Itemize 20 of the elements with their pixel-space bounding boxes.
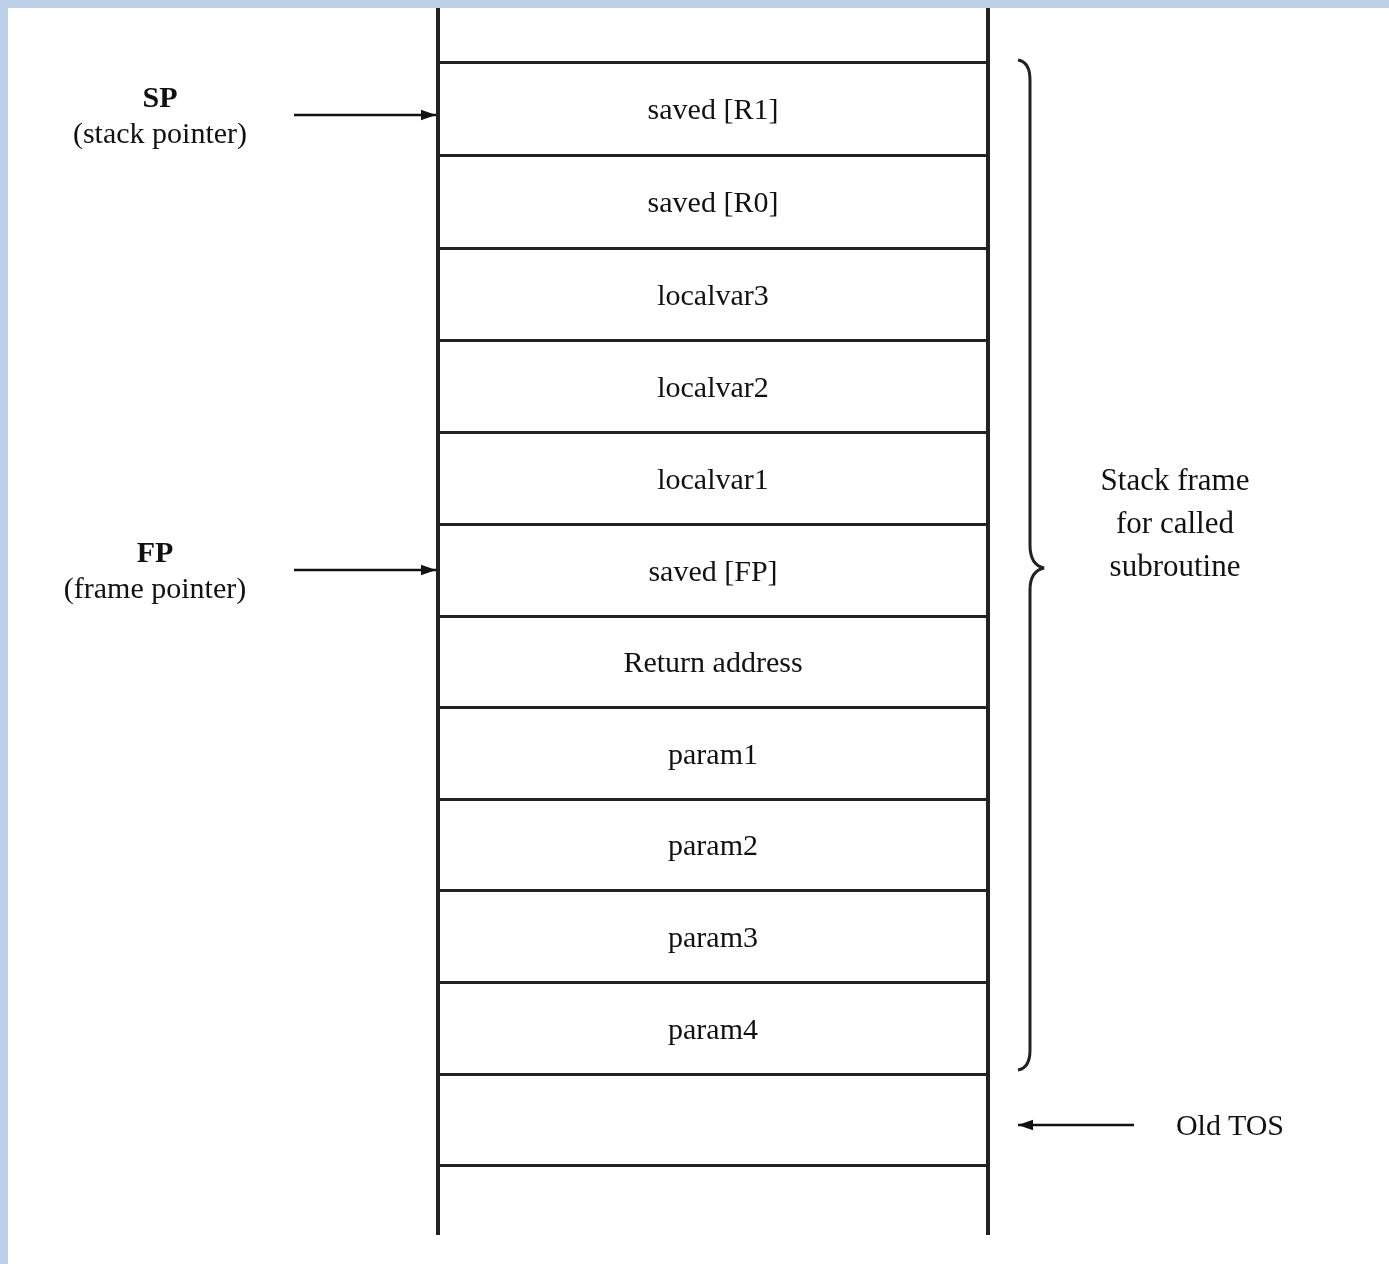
cell-text: param4	[668, 1010, 758, 1047]
arrow	[1018, 1119, 1134, 1131]
brace-label: Stack frame for called subroutine	[1100, 461, 1250, 585]
cell-text: localvar3	[657, 276, 769, 313]
cell-text: saved [FP]	[648, 552, 778, 589]
cell-text: param1	[668, 735, 758, 772]
arrow	[294, 109, 436, 121]
cell-text: localvar2	[657, 368, 769, 405]
pointer-label: (frame pointer)	[63, 570, 247, 606]
cell-text: saved [R1]	[647, 91, 779, 127]
cell-text: param3	[668, 918, 758, 955]
pointer-name: SP	[142, 79, 178, 115]
cell-text: Return address	[623, 644, 803, 680]
pointer-name: FP	[136, 534, 174, 570]
cell-text: localvar1	[657, 460, 769, 497]
cell-text: saved [R0]	[647, 184, 779, 220]
arrow	[294, 564, 436, 576]
cell-text: param2	[668, 827, 758, 863]
pointer-label: (stack pointer)	[72, 115, 248, 151]
pointer-label: Old TOS	[1175, 1107, 1285, 1143]
